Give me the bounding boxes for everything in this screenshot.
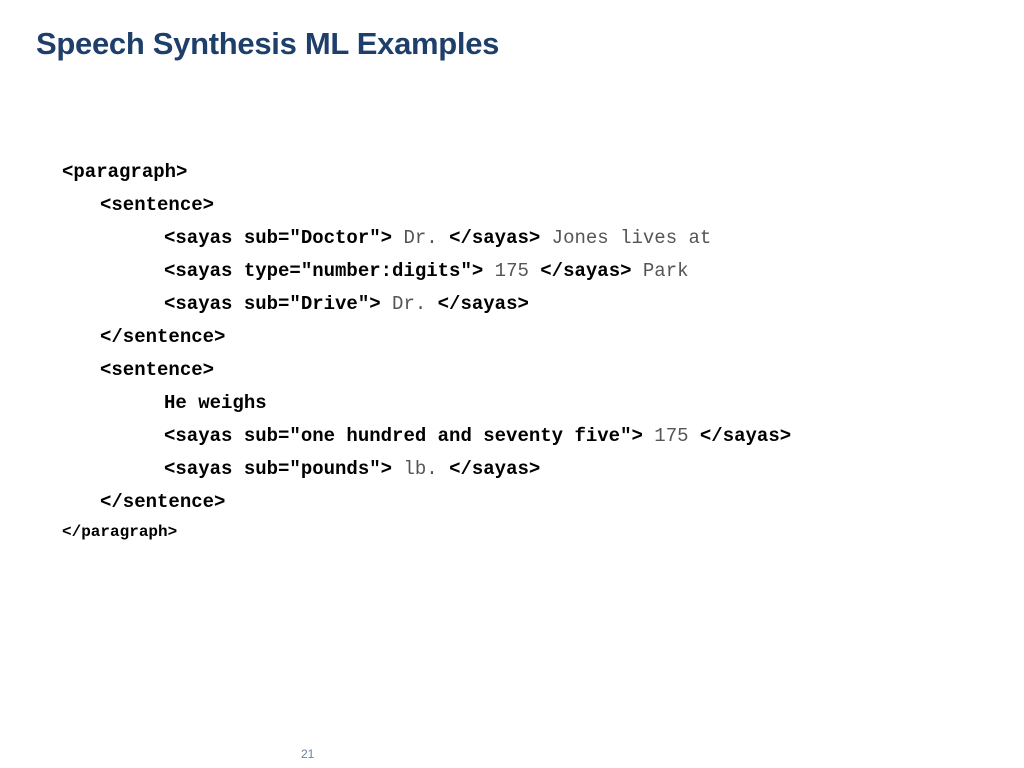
markup-tag: </sayas> — [699, 425, 792, 447]
markup-tag: <sayas sub="Drive"> — [164, 293, 381, 315]
spoken-text: Dr. — [380, 293, 438, 315]
spoken-text: Jones lives at — [540, 227, 712, 249]
code-line: <sentence> — [0, 354, 1024, 387]
code-line: <sayas sub="Doctor"> Dr. </sayas> Jones … — [0, 222, 1024, 255]
page-number: 21 — [301, 747, 315, 761]
markup-tag: </sentence> — [100, 491, 226, 513]
spoken-text: Park — [631, 260, 689, 282]
code-line: </paragraph> — [0, 519, 1024, 545]
code-example: <paragraph> <sentence> <sayas sub="Doctor"… — [0, 156, 1024, 545]
markup-tag: </sayas> — [437, 293, 529, 315]
markup-tag: <sentence> — [100, 359, 215, 381]
code-line: <sentence> — [0, 189, 1024, 222]
spoken-text: Dr. — [392, 227, 450, 249]
markup-tag: </paragraph> — [62, 523, 178, 541]
spoken-text: 175 — [642, 425, 700, 447]
code-line: <paragraph> — [0, 156, 1024, 189]
code-line: </sentence> — [0, 321, 1024, 354]
code-line: He weighs — [0, 387, 1024, 420]
markup-tag: <sentence> — [100, 194, 215, 216]
markup-tag: </sayas> — [449, 458, 541, 480]
spoken-text: lb. — [392, 458, 450, 480]
markup-tag: </sayas> — [449, 227, 541, 249]
code-line: <sayas sub="Drive"> Dr. </sayas> — [0, 288, 1024, 321]
code-line: </sentence> — [0, 486, 1024, 519]
markup-tag: <sayas type="number:digits"> — [164, 260, 484, 282]
markup-tag: <paragraph> — [62, 161, 188, 183]
markup-tag: </sentence> — [100, 326, 226, 348]
code-line: <sayas sub="one hundred and seventy five… — [0, 420, 1024, 453]
code-line: <sayas type="number:digits"> 175 </sayas… — [0, 255, 1024, 288]
spoken-text: 175 — [483, 260, 541, 282]
markup-tag: </sayas> — [540, 260, 632, 282]
markup-tag: <sayas sub="one hundred and seventy five… — [164, 425, 643, 447]
markup-tag: He weighs — [164, 392, 267, 414]
code-line: <sayas sub="pounds"> lb. </sayas> — [0, 453, 1024, 486]
slide-title: Speech Synthesis ML Examples — [36, 26, 500, 61]
markup-tag: <sayas sub="pounds"> — [164, 458, 393, 480]
markup-tag: <sayas sub="Doctor"> — [164, 227, 393, 249]
